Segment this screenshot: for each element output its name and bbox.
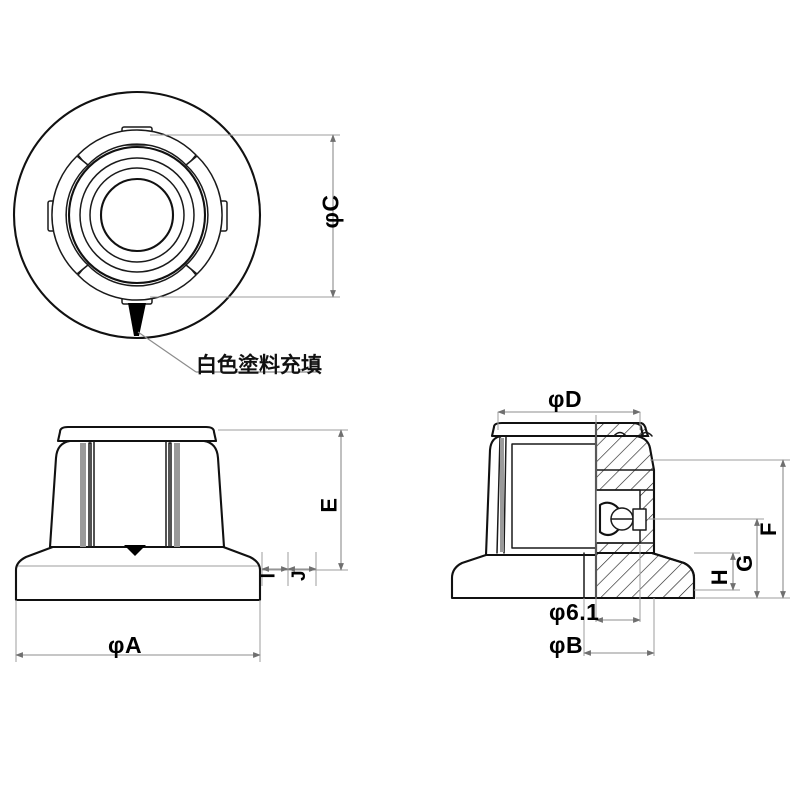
dimension-phi-c (150, 134, 340, 298)
dimension-label-i: I (258, 572, 280, 579)
dimension-label-phi-d: φD (548, 386, 583, 412)
front-view-flute-grooves (80, 441, 180, 548)
dimension-g (648, 518, 764, 599)
dimension-phi-d (497, 409, 641, 430)
dimension-label-f: F (755, 522, 781, 536)
flute-groove-left-edge (88, 442, 92, 548)
front-view (14, 425, 262, 602)
front-view-knob-body (48, 439, 226, 549)
top-view (12, 90, 320, 373)
triangle-pointer-icon (128, 303, 146, 336)
flute-groove-right (174, 443, 180, 547)
flute-arc-east (185, 155, 223, 275)
section-flute-line-a (496, 436, 501, 554)
section-view (450, 415, 696, 610)
dimension-label-e: E (316, 497, 342, 513)
section-inner-cavity (511, 443, 597, 549)
dimension-i-j (261, 552, 317, 586)
dimension-label-phi-c: φC (317, 194, 344, 229)
set-screw-body (632, 508, 647, 531)
flute-groove-right-edge (168, 442, 172, 548)
section-flute-shade (500, 438, 504, 552)
top-view-cap-ring-4 (99, 177, 175, 253)
dimension-phi-a (15, 600, 261, 662)
front-view-base-flange (14, 543, 262, 602)
section-flute-line-b (503, 436, 507, 554)
flute-groove-left (80, 443, 86, 547)
dimension-label-phi-b: φB (549, 632, 584, 658)
front-view-top-cap (56, 425, 218, 443)
dimension-label-h: H (707, 568, 733, 586)
dimension-label-j: J (289, 569, 311, 582)
dimension-phi-b (583, 598, 655, 656)
dimension-phi-6-1 (595, 545, 641, 623)
white-paint-note-label: 白色塗料充填 (196, 353, 322, 377)
dimension-label-phi-a: φA (108, 632, 143, 658)
dimension-label-phi-6-1: φ6.1 (549, 599, 600, 625)
flute-arc-west (51, 155, 89, 275)
dimension-h (694, 552, 740, 591)
front-view-triangle-pointer-icon (124, 545, 146, 556)
section-relief-notch-b (613, 431, 627, 437)
section-flange-hatch (594, 551, 696, 600)
section-cap-hatch (594, 421, 650, 438)
top-view-flute-arcs (51, 129, 223, 301)
dimension-label-g: G (731, 554, 757, 572)
white-paint-leader-line (137, 331, 197, 373)
section-relief-notch-a (639, 431, 653, 437)
